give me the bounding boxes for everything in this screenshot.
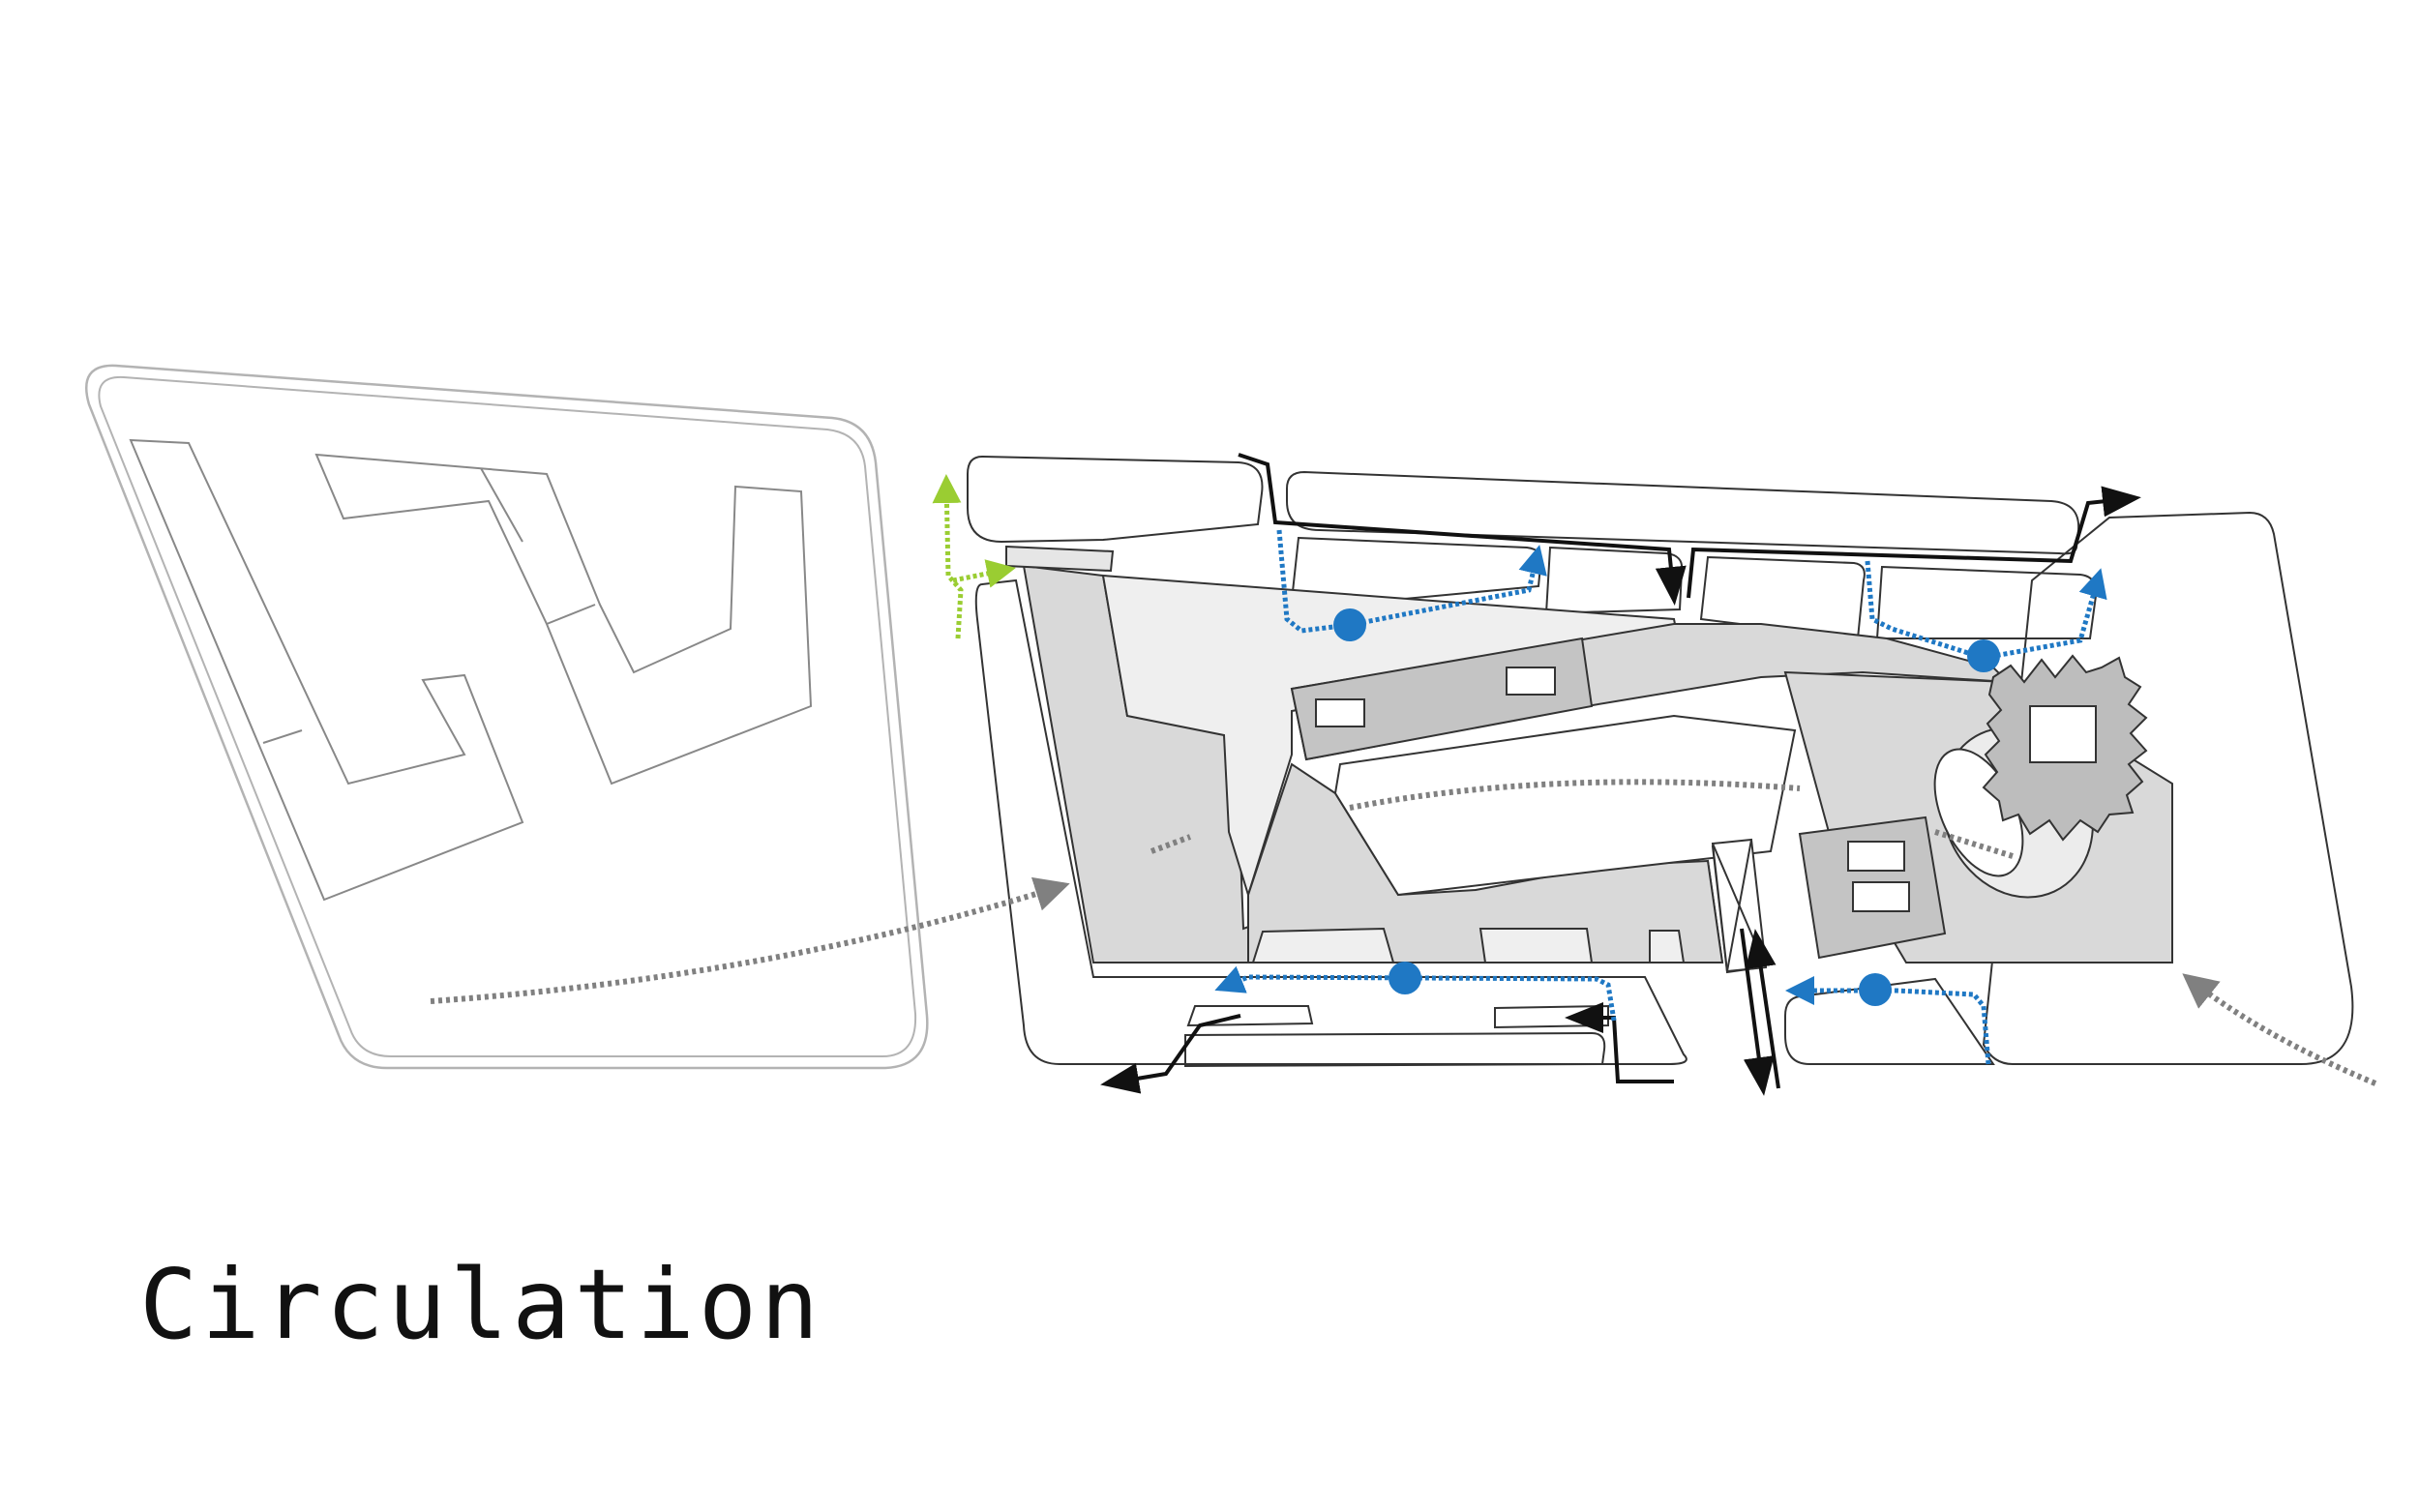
context-site-outer (84, 364, 929, 1070)
pedestrian-route-north-west (1276, 529, 1547, 634)
vehicle-route-south-west (1100, 1014, 1241, 1094)
vehicle-routes (1100, 453, 2141, 1096)
south-notch-1 (1251, 927, 1395, 964)
bicycle-route-right (952, 559, 1016, 588)
vehicle-route-north-east (1687, 486, 2141, 599)
window-4 (1852, 881, 1910, 912)
approach-routes (430, 779, 2377, 1086)
pedestrian-route-north-east (1865, 560, 2107, 661)
pedestrian-nodes (1333, 608, 2000, 1006)
blue-dot-icon (1333, 608, 1366, 641)
block-south-small1 (1186, 1005, 1314, 1027)
south-notch-2 (1478, 928, 1594, 964)
approach-route-east (2182, 973, 2377, 1086)
context-divider-2 (546, 604, 596, 625)
bridge-cross-2 (1726, 839, 1752, 972)
vehicle-route-south (1565, 1002, 1674, 1083)
block-north-mid3 (1699, 555, 1866, 640)
context-plan (84, 364, 929, 1070)
window-3 (1847, 841, 1905, 872)
context-blocks (129, 438, 813, 902)
block-north-left (967, 455, 1264, 544)
context-block-center (314, 453, 813, 786)
building-courtyard-inner (1333, 714, 1797, 897)
approach-route-center (1150, 834, 1192, 854)
blue-dot-icon (1859, 973, 1892, 1006)
vehicle-route-north (1238, 453, 1687, 606)
tower-window (2029, 705, 2097, 763)
context-site-inner (98, 375, 917, 1057)
vehicle-route-bridge-up (1745, 929, 1780, 1089)
approach-route-west (430, 876, 1070, 1004)
crossing-north (1005, 545, 1115, 573)
block-north-mid4 (1875, 565, 2098, 639)
pedestrian-route-south-east (1785, 976, 1991, 1065)
vehicle-route-bridge-down (1740, 928, 1775, 1096)
block-south-strip (1184, 1031, 1606, 1068)
blue-dot-icon (1389, 962, 1421, 994)
pedestrian-route-south-west (1214, 965, 1617, 1022)
block-east (1982, 511, 2354, 1065)
block-west (974, 578, 1687, 1065)
approach-route-ramp (1934, 829, 2014, 859)
south-notch-3 (1649, 930, 1686, 964)
diagram-caption: Circulation (139, 1248, 823, 1361)
window-2 (1506, 667, 1556, 696)
serrated-tower (1982, 654, 2148, 842)
context-divider-1 (262, 729, 303, 744)
context-divider-3 (480, 467, 523, 543)
blue-dot-icon (1967, 639, 2000, 672)
block-north-long (1286, 470, 2080, 555)
context-block-west (129, 438, 524, 902)
window-1 (1315, 698, 1365, 727)
bicycle-route-up (932, 474, 964, 639)
approach-route-courtyard (1349, 779, 1801, 811)
block-north-mid2 (1544, 546, 1684, 615)
bicycle-routes (932, 474, 1016, 639)
site-plan (967, 455, 2354, 1068)
